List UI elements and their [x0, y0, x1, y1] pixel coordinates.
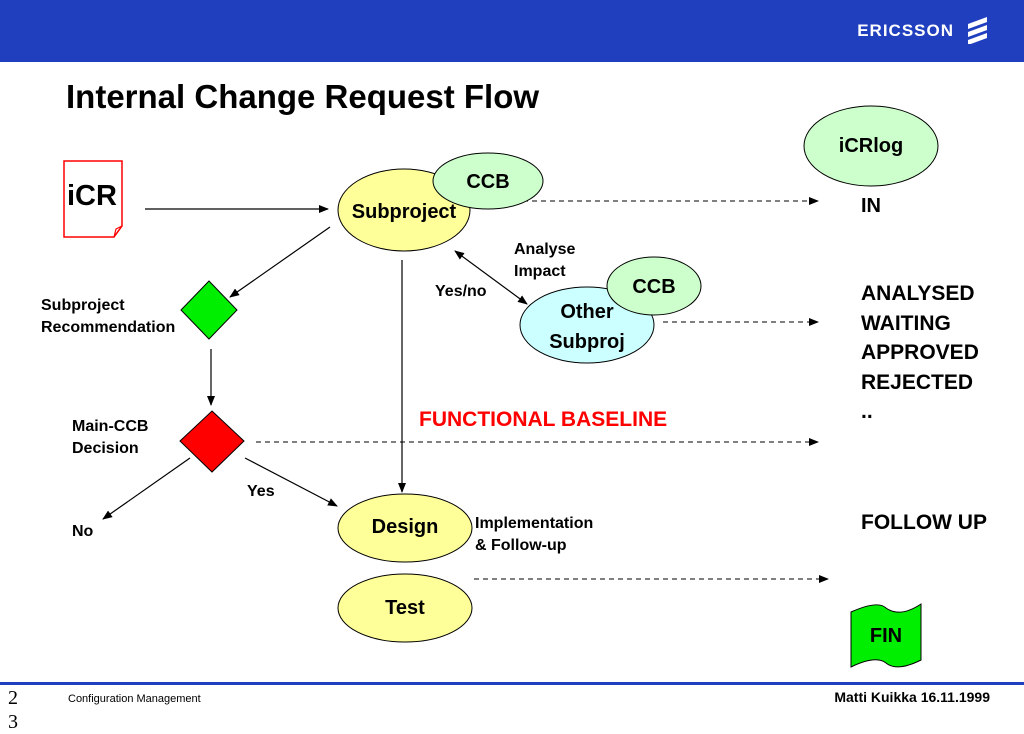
other-subproj-label-line2: Subproj: [549, 331, 625, 353]
status-state-analysed: ANALYSED: [861, 282, 975, 305]
status-state-approved: APPROVED: [861, 341, 979, 364]
design-label: Design: [371, 516, 439, 538]
yes-label: Yes: [247, 483, 275, 500]
page-number: 23: [8, 687, 18, 733]
main-ccb-decision-line2: Decision: [72, 440, 139, 457]
design-ellipse: [337, 493, 473, 563]
subproject-recommendation-line1: Subproject: [41, 297, 125, 314]
ccb-other-label: CCB: [632, 276, 676, 298]
test-label: Test: [385, 597, 425, 619]
main-ccb-decision-line1: Main-CCB: [72, 418, 149, 435]
recommendation-diamond: [180, 280, 238, 340]
status-follow-up: FOLLOW UP: [861, 511, 987, 534]
footer-rule: [0, 682, 1024, 685]
status-state-rejected: REJECTED: [861, 370, 974, 394]
status-state-more: ..: [861, 400, 873, 423]
implementation-line1: Implementation: [475, 515, 594, 532]
ccb-main-label: CCB: [466, 171, 510, 193]
icrlog-label: iCRlog: [838, 135, 904, 157]
header-bar: [0, 0, 1024, 62]
footer-right: Matti Kuikka 16.11.1999: [834, 689, 990, 705]
arrow-subproject-to-recommendation: [229, 226, 331, 298]
arrow-subproject-other-subproj: [454, 250, 528, 305]
analyse-impact-line1: Analyse: [514, 241, 576, 258]
fin-shape: [850, 603, 922, 668]
arrow-decision-yes: [244, 457, 338, 507]
ccb-other-ellipse: [606, 256, 702, 316]
functional-baseline-label: FUNCTIONAL BASELINE: [419, 408, 668, 431]
status-state-waiting: WAITING: [861, 311, 951, 335]
arrow-decision-no: [102, 457, 191, 520]
test-ellipse: [337, 573, 473, 643]
footer-left: Configuration Management: [68, 693, 201, 705]
decision-diamond: [179, 410, 245, 473]
icrlog-ellipse: [803, 105, 939, 187]
yes-no-label: Yes/no: [435, 283, 487, 300]
fin-label: FIN: [869, 625, 903, 647]
implementation-line2: & Follow-up: [475, 537, 567, 554]
no-label: No: [72, 523, 94, 540]
other-subproj-label-line1: Other: [560, 301, 614, 323]
icr-document-shape: [63, 160, 123, 238]
subproject-recommendation-line2: Recommendation: [41, 319, 176, 336]
subproject-label: Subproject: [351, 201, 457, 223]
status-in: IN: [861, 195, 881, 217]
status-states-list: ANALYSED WAITING APPROVED REJECTED ..: [861, 279, 979, 427]
page-title: Internal Change Request Flow: [66, 78, 540, 115]
ccb-main-ellipse: [432, 152, 544, 210]
icr-label: iCR: [67, 180, 117, 212]
analyse-impact-line2: Impact: [514, 263, 566, 280]
ericsson-stripes-icon: [968, 17, 987, 44]
brand-name: ERICSSON: [857, 21, 954, 40]
